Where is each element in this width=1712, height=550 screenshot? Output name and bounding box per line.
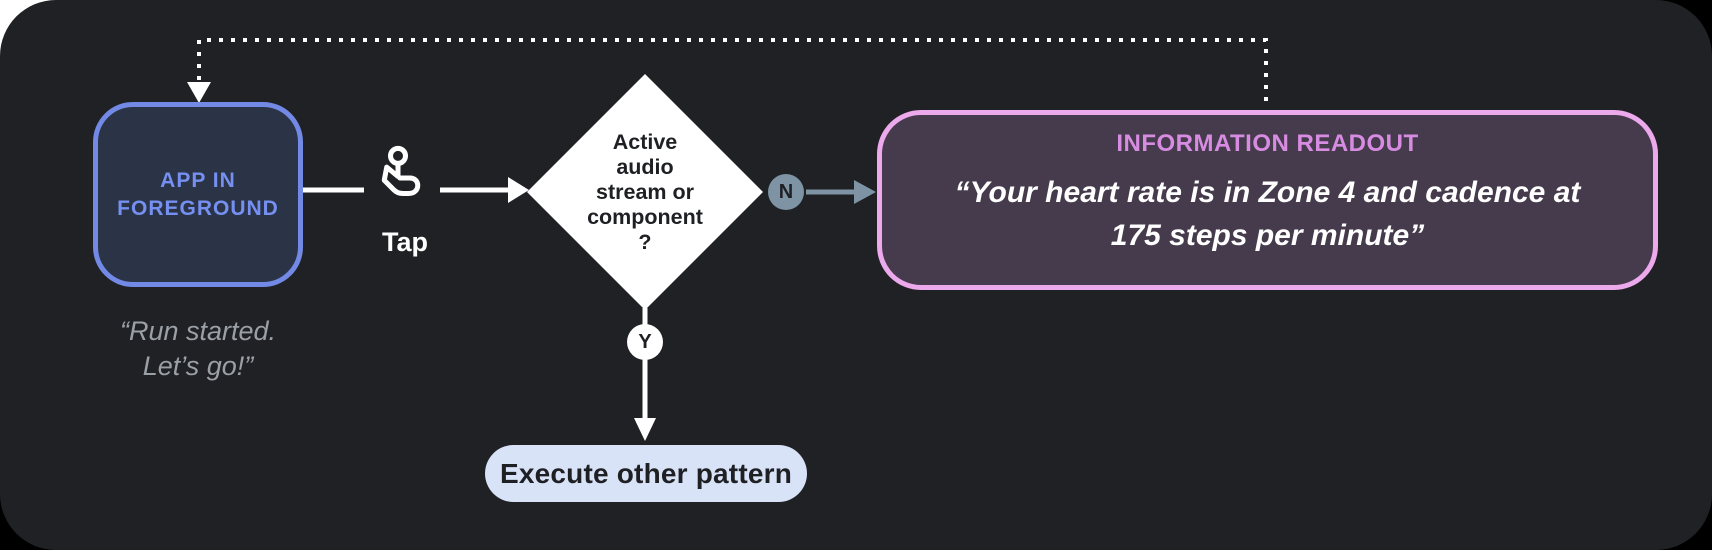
dotted-feedback-line (197, 38, 1268, 104)
information-readout-title: INFORMATION READOUT (1116, 130, 1419, 157)
information-readout-message: “Your heart rate is in Zone 4 and cadenc… (954, 176, 1581, 253)
tap-label: Tap (382, 227, 428, 257)
tap-gesture-icon (381, 145, 421, 196)
execute-other-pattern-node: Execute other pattern (485, 445, 807, 502)
decision-label: Active audio stream or component ? (587, 130, 703, 254)
decision-diamond (527, 74, 763, 310)
no-branch-badge: N (768, 174, 804, 210)
app-caption: “Run started. Let’s go!” (119, 316, 277, 382)
information-readout-node: INFORMATION READOUT “Your heart rate is … (877, 110, 1658, 290)
tap-to-decision-arrowhead-icon (508, 177, 529, 203)
execute-other-pattern-label: Execute other pattern (499, 457, 793, 489)
app-foreground-label: APP IN FOREGROUND (117, 169, 279, 220)
yes-branch-arrowhead-icon (634, 418, 656, 441)
feedback-arrowhead-icon (187, 82, 211, 103)
no-branch-arrowhead-icon (854, 180, 876, 204)
app-foreground-node: APP IN FOREGROUND (93, 102, 303, 287)
yes-branch-badge: Y (627, 324, 663, 360)
